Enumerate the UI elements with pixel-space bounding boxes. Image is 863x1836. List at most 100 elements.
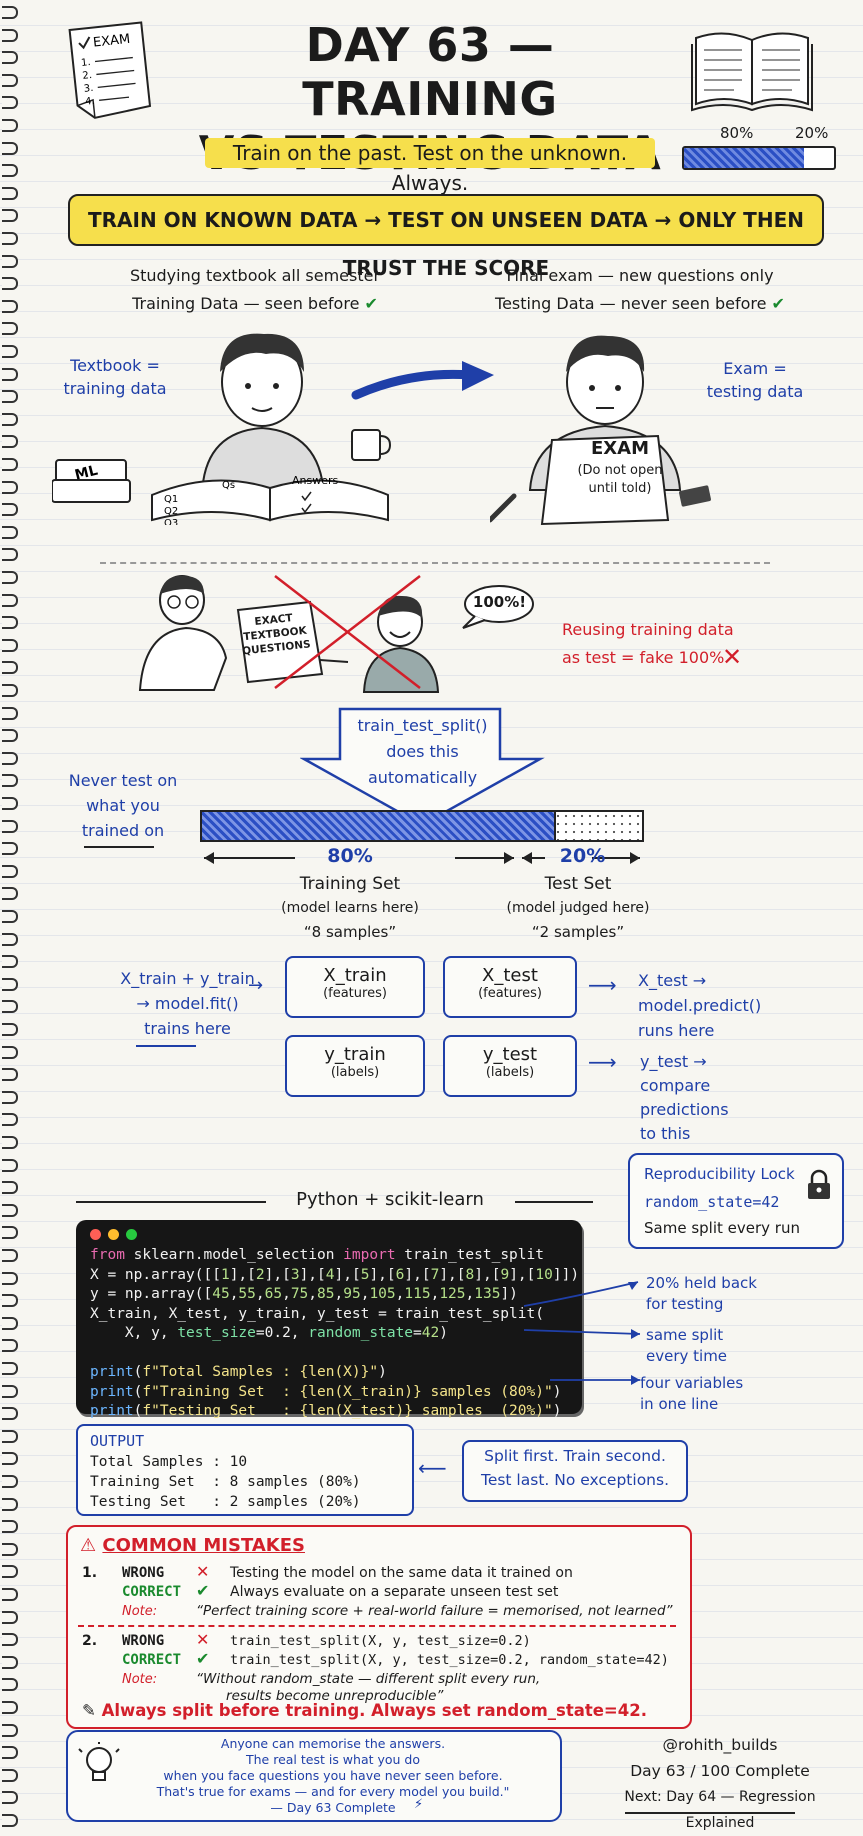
spiral-ring	[2, 28, 18, 42]
student-exam-illustration: .	[490, 335, 711, 526]
spiral-ring	[2, 1452, 18, 1466]
spiral-ring	[2, 706, 18, 720]
exam-sheet-title: EXAM	[590, 438, 650, 459]
spiral-ring	[2, 1249, 18, 1262]
spiral-ring	[2, 322, 18, 336]
svg-text:ML: ML	[73, 463, 99, 484]
spiral-ring	[2, 277, 18, 291]
exam-caption: Final exam — new questions only Testing …	[495, 266, 785, 313]
svg-text:1.: 1.	[81, 57, 92, 69]
spiral-ring	[2, 412, 18, 426]
underline	[84, 846, 154, 848]
code-note-test-size: 20% held back for testing	[646, 1274, 757, 1313]
mistake-2-note: “Without random_state — different split …	[196, 1671, 541, 1704]
lightning-icon: ⚡	[414, 1797, 424, 1812]
check-icon: ✔	[771, 294, 785, 313]
spiral-ring	[2, 232, 18, 245]
code-note-random-state: same split every time	[646, 1326, 728, 1365]
spiral-ring	[2, 1588, 18, 1601]
lock-icon	[808, 1169, 830, 1199]
spiral-ring	[2, 593, 18, 607]
underline	[136, 1045, 196, 1047]
pencil-icon: ✎	[82, 1701, 96, 1720]
spiral-ring	[2, 661, 18, 675]
never-test-note: Never test on what you trained on	[68, 771, 178, 840]
spiral-ring	[2, 1542, 18, 1556]
spiral-ring	[2, 299, 18, 313]
common-mistakes-panel: ⚠ COMMON MISTAKES 1. WRONG ✕ Testing the…	[66, 1525, 692, 1729]
svg-text:3.: 3.	[83, 83, 94, 95]
split-pct-test-top: 20%	[795, 124, 829, 142]
spiral-ring	[2, 6, 18, 19]
spiral-ring	[2, 1113, 18, 1127]
code-text: from sklearn.model_selection import trai…	[90, 1247, 580, 1419]
key-idea-banner: TRAIN ON KNOWN DATA → TEST ON UNSEEN DAT…	[68, 194, 824, 280]
arrow-icon: ⟶	[588, 1050, 617, 1074]
spiral-ring	[2, 1136, 18, 1149]
train-test-split-bar	[200, 810, 644, 842]
cross-icon: ✕	[196, 1630, 210, 1649]
window-dot-red	[90, 1229, 101, 1240]
spiral-ring	[2, 977, 18, 991]
code-note-four-vars: four variables in one line	[640, 1374, 744, 1413]
exam-icon-title: EXAM	[92, 32, 131, 51]
textbook-note: Textbook = training data	[63, 356, 167, 398]
arrow-icon: ⟵	[418, 1456, 447, 1480]
open-book-icon	[691, 32, 813, 112]
exam-sheet-note: (Do not open until told)	[577, 463, 663, 496]
y-train-box: y_train (labels)	[285, 1035, 425, 1097]
spiral-ring	[2, 571, 18, 584]
spiral-ring	[2, 887, 18, 901]
mistake-1-note: “Perfect training score + real-world fai…	[196, 1603, 673, 1619]
spiral-ring	[2, 684, 18, 697]
subtitle: Train on the past. Test on the unknown. …	[205, 138, 655, 195]
spiral-ring	[2, 1633, 18, 1647]
output-box: OUTPUT Total Samples : 10 Training Set :…	[76, 1424, 414, 1516]
spiral-ring	[2, 616, 18, 630]
spiral-ring	[2, 1723, 18, 1737]
divider	[78, 1625, 676, 1627]
spiral-ring	[2, 1339, 18, 1353]
progress-arrow-icon	[351, 361, 494, 400]
author-handle: @rohith_builds	[662, 1736, 778, 1754]
predict-note: X_test → model.predict() runs here	[638, 971, 762, 1040]
svg-text:Q2: Q2	[164, 506, 178, 517]
spiral-ring	[2, 458, 18, 471]
spiral-ring	[2, 1768, 18, 1782]
spiral-ring	[2, 1045, 18, 1059]
next-day-link: Next: Day 64 — Regression Explained	[624, 1789, 816, 1831]
mistake-1-wrong: Testing the model on the same data it tr…	[230, 1565, 573, 1581]
divider	[76, 1201, 266, 1203]
mistakes-title: ⚠ COMMON MISTAKES	[80, 1535, 305, 1556]
spiral-ring	[2, 186, 18, 200]
split-bar-mini	[682, 146, 836, 170]
svg-text:2.: 2.	[82, 70, 93, 82]
spiral-ring	[2, 797, 18, 810]
svg-text:Qs: Qs	[222, 480, 235, 491]
spiral-ring	[2, 864, 18, 878]
correct-label: CORRECT	[122, 1584, 182, 1600]
check-icon: ✔	[196, 1649, 210, 1668]
note-label: Note:	[122, 1672, 158, 1687]
quote-box: Anyone can memorise the answers. The rea…	[66, 1730, 562, 1822]
spiral-ring	[2, 910, 18, 923]
split-function-note: train_test_split() does this automatical…	[357, 716, 488, 787]
mistakes-footer: ✎ Always split before training. Always s…	[82, 1701, 647, 1720]
train-segment	[202, 812, 556, 840]
spiral-ring	[2, 480, 18, 494]
spiral-ring	[2, 254, 18, 268]
test-pct: 20%	[559, 845, 606, 867]
split-function-arrow	[300, 707, 545, 827]
spiral-ring	[2, 1520, 18, 1534]
spiral-ring	[2, 1475, 18, 1488]
spiral-ring	[2, 96, 18, 110]
spiral-ring	[2, 1226, 18, 1240]
spiral-ring	[2, 1362, 18, 1375]
wrong-label: WRONG	[122, 1633, 165, 1649]
spiral-ring	[2, 1701, 18, 1714]
spiral-ring	[2, 345, 18, 358]
fit-note: X_train + y_train → model.fit() trains h…	[120, 969, 255, 1038]
spiral-ring	[2, 367, 18, 381]
spiral-ring	[2, 548, 18, 562]
spiral-ring	[2, 141, 18, 155]
